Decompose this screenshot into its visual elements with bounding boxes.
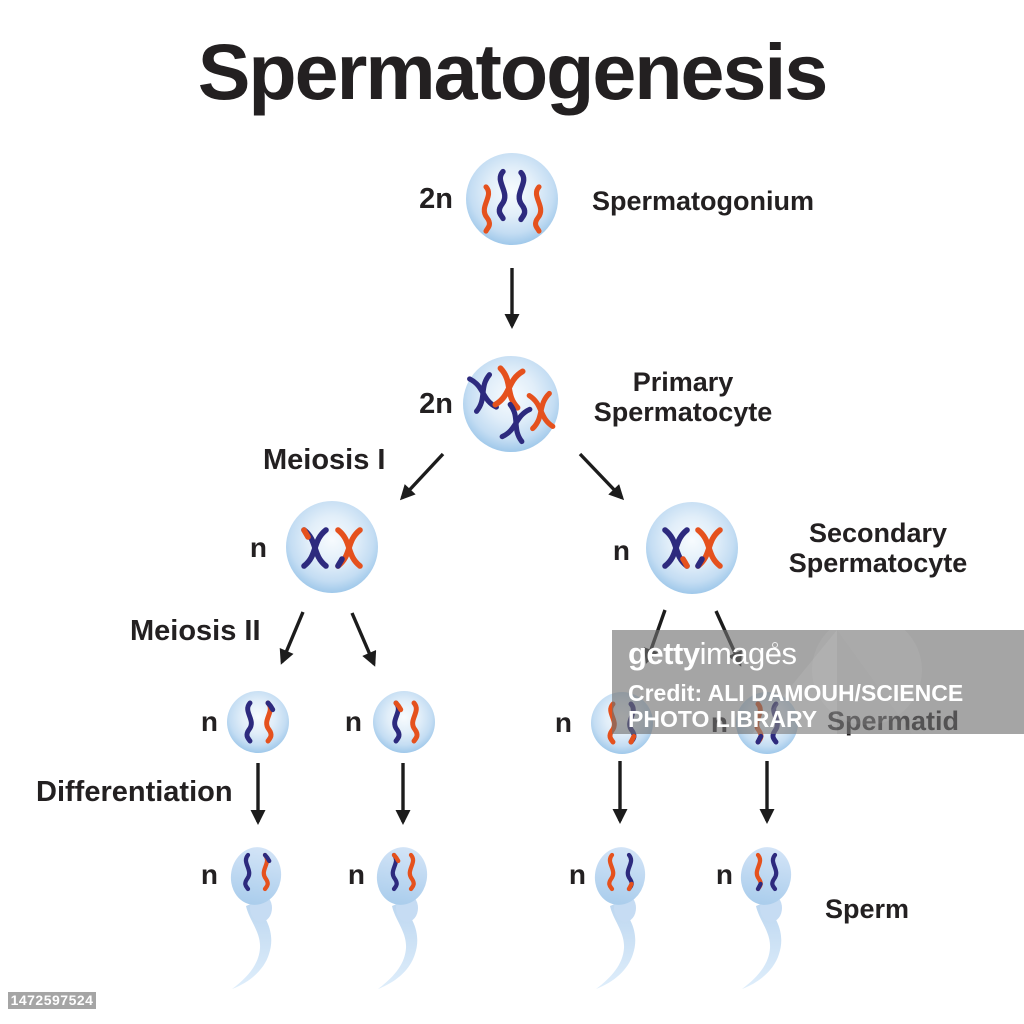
getty-watermark-credit: Credit: ALI DAMOUH/SCIENCE PHOTO LIBRARY <box>628 680 964 732</box>
ploidy-label-sperm-4: n <box>715 859 733 890</box>
stage-label-primary-line1: Primary <box>632 367 734 397</box>
ploidy-label-spermatid-2: n <box>344 706 362 737</box>
ploidy-label-sperm-3: n <box>568 859 586 890</box>
ploidy-label-spermatid-3: n <box>554 707 572 738</box>
sperm-cell-4 <box>740 847 792 989</box>
arrow-meiosis1-right <box>578 452 625 501</box>
secondary-spermatocyte-cell-left <box>286 501 378 593</box>
page-title: Spermatogenesis <box>197 27 829 116</box>
ploidy-label-sperm-1: n <box>200 859 218 890</box>
sperm-cell-3 <box>594 847 646 989</box>
process-label-differentiation: Differentiation <box>36 776 233 808</box>
stage-label-primary-spermatocyte: Primary Spermatocyte <box>558 367 808 427</box>
stage-label-secondary-line1: Secondary <box>808 518 948 548</box>
ploidy-label-spermatid-1: n <box>200 706 218 737</box>
secondary-spermatocyte-cell-right <box>646 502 738 594</box>
secondary-right-chromosomes <box>665 530 720 569</box>
process-label-meiosis-i: Meiosis I <box>263 444 386 476</box>
ploidy-label-sperm-2: n <box>347 859 365 890</box>
stage-label-sperm: Sperm <box>825 894 910 924</box>
ploidy-label-primary: 2n <box>419 388 453 420</box>
stage-label-secondary-spermatocyte: Secondary Spermatocyte <box>753 518 1003 578</box>
getty-brand-regular: images <box>699 636 797 671</box>
stage-label-secondary-line2: Spermatocyte <box>788 548 968 579</box>
arrow-meiosis2-left-2 <box>350 612 377 667</box>
image-id-badge: 1472597524 <box>8 992 96 1009</box>
stage-label-primary-line2: Spermatocyte <box>593 397 773 428</box>
spermatogonium-cell <box>466 153 558 245</box>
ploidy-label-spermatogonium: 2n <box>419 183 453 215</box>
secondary-left-chromosomes <box>301 527 360 569</box>
getty-watermark-brand: gettyimages <box>628 636 797 672</box>
arrow-meiosis2-left-1 <box>279 611 305 665</box>
getty-brand-bold: getty <box>628 636 700 671</box>
process-label-meiosis-ii: Meiosis II <box>130 615 261 647</box>
ploidy-label-secondary-right: n <box>612 535 630 566</box>
sperm-cell-1 <box>230 847 282 989</box>
spermatid-cell-1 <box>227 691 289 753</box>
ploidy-label-secondary-left: n <box>249 532 267 563</box>
watermark-texture <box>752 615 922 734</box>
sperm-cell-2 <box>376 847 428 989</box>
getty-watermark-band <box>612 615 1024 734</box>
primary-spermatocyte-cell <box>463 356 559 452</box>
stage-label-spermatogonium: Spermatogonium <box>592 186 815 216</box>
arrow-meiosis1-left <box>399 452 445 501</box>
registered-mark-icon <box>772 642 778 648</box>
spermatid-cell-2 <box>373 691 435 753</box>
